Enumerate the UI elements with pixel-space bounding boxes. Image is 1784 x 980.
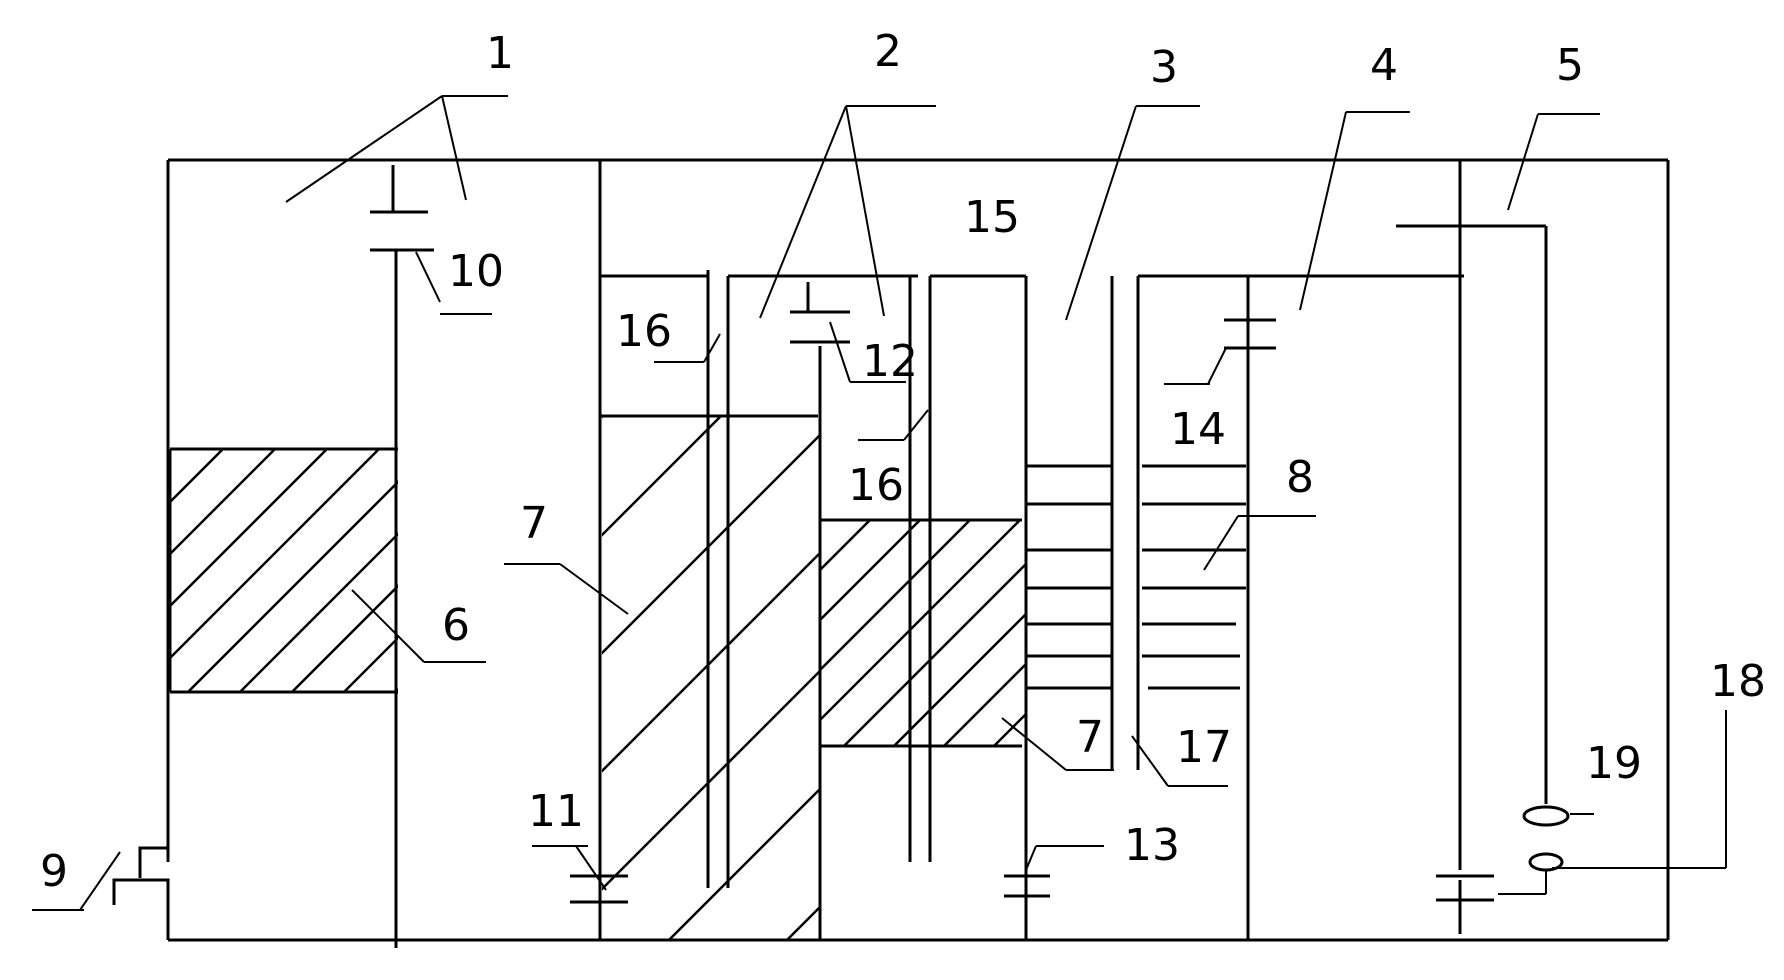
label-14: 14 xyxy=(1170,404,1226,455)
hatch-line xyxy=(1023,417,1546,940)
hatch-line xyxy=(820,520,971,672)
label-12: 12 xyxy=(862,336,918,387)
hatch-line xyxy=(1259,417,1782,940)
label-1: 1 xyxy=(486,28,514,79)
label-18: 18 xyxy=(1710,656,1766,707)
label-16-top: 16 xyxy=(616,306,672,357)
hatch-line xyxy=(170,450,223,504)
label-7-left: 7 xyxy=(520,498,548,549)
hatch-line xyxy=(993,712,1026,746)
hatch-line xyxy=(343,636,398,692)
hatch-line xyxy=(552,450,794,692)
hatch-line xyxy=(170,450,171,452)
label-15: 15 xyxy=(964,192,1020,243)
hatch-line xyxy=(602,417,721,537)
hatch-line xyxy=(1141,417,1664,940)
hatch-line xyxy=(1094,520,1320,746)
label-19: 19 xyxy=(1586,738,1642,789)
label-9: 9 xyxy=(40,846,68,897)
hatch-line xyxy=(187,480,398,692)
hatch-line xyxy=(820,520,921,622)
hatch-line xyxy=(170,450,275,556)
label-10: 10 xyxy=(448,246,504,297)
label-8: 8 xyxy=(1286,452,1314,503)
hatch-line xyxy=(602,433,820,655)
hatch-line xyxy=(1194,520,1420,746)
hatch-line xyxy=(668,787,820,939)
hatch-region-7-right xyxy=(820,520,1470,746)
hatch-line xyxy=(170,450,327,608)
hatch-line xyxy=(943,662,1026,746)
hatch-region-6 xyxy=(170,450,846,692)
label-11: 11 xyxy=(528,786,584,837)
hatch-line xyxy=(291,584,398,692)
hatch-line xyxy=(602,669,820,891)
hatch-line xyxy=(239,532,398,692)
hatch-line xyxy=(1244,520,1470,746)
hatch-line xyxy=(500,450,742,692)
label-7-right: 7 xyxy=(1076,712,1104,763)
label-17: 17 xyxy=(1176,722,1232,773)
label-5: 5 xyxy=(1556,40,1584,91)
label-3: 3 xyxy=(1150,42,1178,93)
hatch-line xyxy=(1144,520,1370,746)
hatch-line xyxy=(170,450,379,660)
plate-stack xyxy=(1026,464,1246,690)
label-13: 13 xyxy=(1124,820,1180,871)
hatch-region-7-left xyxy=(602,417,1782,940)
hatch-line xyxy=(395,688,398,692)
label-6: 6 xyxy=(442,600,470,651)
hatch-line xyxy=(893,612,1026,746)
hatch-line xyxy=(602,417,603,419)
label-16-middle: 16 xyxy=(848,460,904,511)
structure-lines xyxy=(32,95,1727,948)
hatch-line xyxy=(820,520,871,572)
hatch-line xyxy=(843,562,1026,746)
hatch-line xyxy=(604,450,846,692)
hatch-line xyxy=(602,551,820,773)
label-4: 4 xyxy=(1370,40,1398,91)
label-2: 2 xyxy=(874,26,902,77)
hatch-line xyxy=(820,520,1021,722)
